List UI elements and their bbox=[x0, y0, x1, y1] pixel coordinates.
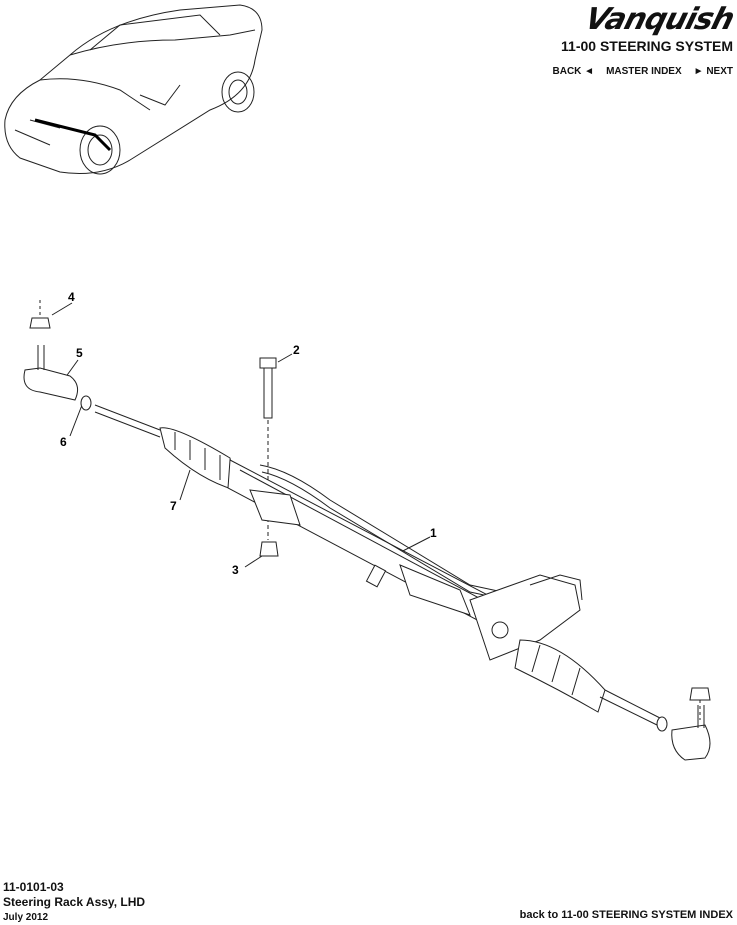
part-number: 11-0101-03 bbox=[3, 880, 64, 894]
car-illustration bbox=[4, 4, 263, 175]
publication-date: July 2012 bbox=[3, 912, 49, 923]
callout-5: 5 bbox=[76, 346, 83, 360]
back-link[interactable]: BACK ◄ bbox=[552, 66, 595, 77]
callout-6: 6 bbox=[60, 435, 67, 449]
section-title: 11-00 STEERING SYSTEM bbox=[561, 38, 733, 54]
steering-rack-diagram: 4 2 5 6 7 1 3 bbox=[23, 290, 711, 761]
callout-7: 7 bbox=[170, 499, 177, 513]
part-name: Steering Rack Assy, LHD bbox=[3, 895, 146, 909]
vanquish-logo: Vanquish bbox=[581, 2, 737, 37]
callout-4: 4 bbox=[68, 290, 75, 304]
master-index-link[interactable]: MASTER INDEX bbox=[606, 66, 682, 77]
navigation: BACK ◄ MASTER INDEX ► NEXT bbox=[553, 66, 733, 77]
callout-3: 3 bbox=[232, 563, 239, 577]
part-info: 11-0101-03 Steering Rack Assy, LHD July … bbox=[3, 880, 145, 925]
callout-1: 1 bbox=[430, 526, 437, 540]
next-link[interactable]: ► NEXT bbox=[693, 66, 733, 77]
callout-2: 2 bbox=[293, 343, 300, 357]
back-to-index-link[interactable]: back to 11-00 STEERING SYSTEM INDEX bbox=[519, 909, 733, 921]
